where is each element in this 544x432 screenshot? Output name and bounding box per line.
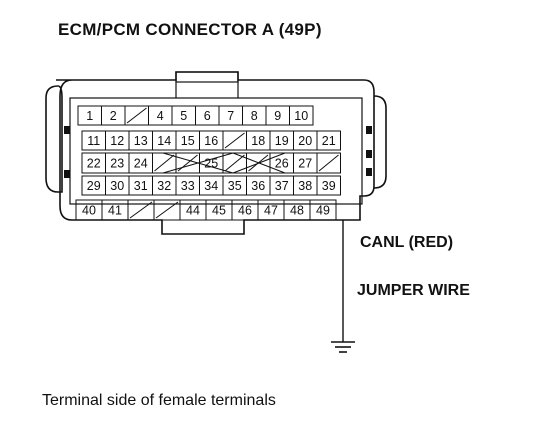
terminal-cell: [309, 199, 337, 221]
terminal-number: 12: [110, 134, 124, 148]
terminal-number: 10: [294, 109, 308, 123]
terminal-cell: [316, 130, 341, 151]
terminal-number: 18: [251, 134, 265, 148]
unused-terminal-mark: [129, 201, 153, 219]
terminal-number: 30: [110, 179, 124, 193]
terminal-number: 33: [181, 179, 195, 193]
terminal-number: 40: [82, 204, 96, 218]
terminal-number: 8: [251, 109, 258, 123]
unused-terminal-mark: [126, 107, 147, 124]
terminal-number: 4: [157, 109, 164, 123]
terminal-number: 6: [204, 109, 211, 123]
unused-terminal-mark: [224, 132, 245, 149]
terminal-number: 15: [181, 134, 195, 148]
terminal-cell: [316, 152, 341, 174]
terminal-number: 29: [87, 179, 101, 193]
ground-icon: [331, 341, 355, 353]
terminal-number: 36: [251, 179, 265, 193]
unused-terminal-mark: [224, 154, 245, 172]
terminal-number: 34: [204, 179, 218, 193]
wire-color-label: CANL (RED): [360, 234, 454, 251]
unused-terminal-mark: [154, 154, 175, 172]
terminal-number: 2: [110, 109, 117, 123]
unused-terminal-mark: [318, 154, 339, 172]
terminal-number: 38: [298, 179, 312, 193]
terminal-number: 9: [274, 109, 281, 123]
unused-terminal-mark: [177, 154, 198, 172]
jumper-wire-label: JUMPER WIRE: [357, 282, 470, 299]
terminal-number: 37: [275, 179, 289, 193]
terminal-number: 39: [322, 179, 336, 193]
terminal-number: 32: [157, 179, 171, 193]
unused-terminal-mark: [232, 152, 286, 174]
terminal-number: 46: [238, 204, 252, 218]
connector-title: ECM/PCM CONNECTOR A (49P): [58, 20, 322, 39]
unused-terminal-mark: [162, 152, 234, 174]
terminal-number: 35: [228, 179, 242, 193]
terminal-number: 26: [275, 157, 289, 171]
connector-face: [69, 97, 363, 205]
terminal-cell: [289, 105, 314, 126]
terminal-number: 19: [275, 134, 289, 148]
terminal-number: 27: [298, 157, 312, 171]
terminal-number: 22: [87, 157, 101, 171]
terminal-number: 49: [316, 204, 330, 218]
connector-outline: [56, 71, 375, 235]
terminal-number: 31: [134, 179, 148, 193]
terminal-number: 14: [157, 134, 171, 148]
terminal-number: 13: [134, 134, 148, 148]
terminal-number: 21: [322, 134, 336, 148]
terminal-number: 44: [186, 204, 200, 218]
terminal-number: 11: [87, 134, 100, 148]
terminal-number: 45: [212, 204, 226, 218]
terminal-number: 20: [298, 134, 312, 148]
terminal-number: 7: [227, 109, 234, 123]
terminal-number: 24: [134, 157, 148, 171]
terminal-number: 23: [110, 157, 124, 171]
terminal-number: 41: [108, 204, 122, 218]
terminal-number: 48: [290, 204, 304, 218]
unused-terminal-mark: [155, 201, 179, 219]
connector-latch: [373, 95, 387, 189]
terminal-number: 5: [180, 109, 187, 123]
terminal-cell: [316, 175, 341, 196]
terminal-number: 16: [204, 134, 218, 148]
terminal-number: 47: [264, 204, 278, 218]
caption: Terminal side of female terminals: [42, 392, 276, 409]
terminal-number: 1: [86, 109, 93, 123]
